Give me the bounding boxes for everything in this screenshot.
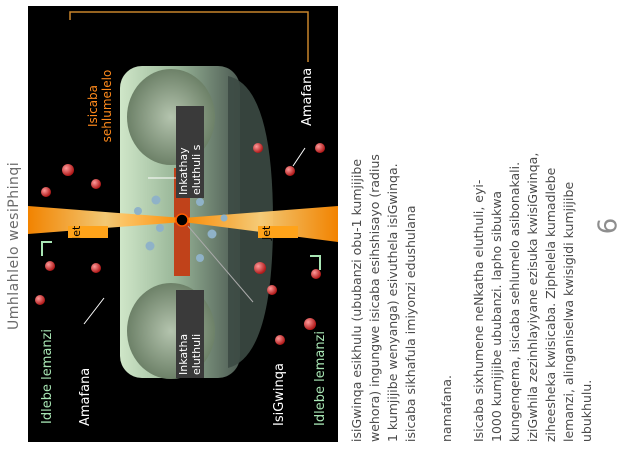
para1-line: isiGwinqa esikhulu (ububanzi obu-1 kumji… — [349, 158, 364, 442]
cloud-blob — [311, 269, 321, 279]
leader-line — [187, 225, 254, 303]
dust-particle — [134, 207, 142, 215]
view-arrow-left — [41, 241, 52, 256]
cloud-blob — [275, 335, 285, 345]
cloud-blob — [315, 143, 325, 153]
cloud-blob — [254, 262, 266, 274]
para2-line: Isicaba sixhumene neNkatha eluthuli, eyi… — [471, 179, 486, 442]
cloud-blob — [91, 179, 101, 189]
paragraph-1: isiGwinqa esikhulu (ububanzi obu-1 kumji… — [348, 154, 456, 442]
paragraph-2: Isicaba sixhumene neNkatha eluthuli, eyi… — [470, 153, 596, 442]
label-idlebe-right: Idlebe lemanzi — [313, 331, 328, 426]
dust-particle — [196, 254, 204, 262]
para1-line: wehora) ingungwe isicaba esihshisayo (ra… — [367, 154, 382, 442]
dust-particle — [220, 214, 228, 222]
dust-particle — [151, 195, 161, 205]
cloud-blob — [267, 285, 277, 295]
dust-particle — [145, 241, 155, 251]
cloud-blob — [45, 261, 55, 271]
cloud-blob — [62, 164, 74, 176]
para2-line: 1000 kumjijibe ububanzi. lapho sibukwa — [489, 190, 504, 442]
para1-line: namafana. — [439, 374, 454, 442]
jet-right — [183, 206, 338, 242]
leader-line — [292, 147, 306, 167]
para1-line: 1 kumjijibe wenyanga) esivuthela isiGwin… — [385, 163, 400, 442]
jet-label-bg-top — [68, 226, 108, 238]
label-amafana-bottom: Amafana — [78, 367, 93, 426]
para2-line: kungenqema, isicaba sehlumelo asibonakal… — [507, 161, 522, 442]
dust-particle — [156, 224, 164, 232]
cloud-blob — [285, 166, 295, 176]
label-idlebe-left: Idlebe lemanzi — [40, 329, 55, 424]
label-amafana-top: Amafana — [300, 67, 315, 126]
agn-diagram — [28, 11, 338, 379]
cloud-blob — [35, 295, 45, 305]
jet-left — [28, 206, 183, 234]
view-arrow-right — [310, 255, 321, 270]
cloud-blob — [304, 318, 316, 330]
para2-line: ubukhulu. — [579, 379, 594, 442]
leader-line — [83, 297, 105, 325]
para1-line — [420, 154, 438, 442]
cloud-blob — [253, 143, 263, 153]
label-inner-disk-bottom: Inkatha eluthuli — [176, 290, 204, 378]
label-bracket — [69, 11, 309, 62]
black-hole — [175, 213, 189, 227]
para2-line: lemanzi, alinganiselwa kwisigidi kumjiji… — [561, 181, 576, 442]
label-inner-disk-top: Inkathay eluthuli s — [176, 106, 204, 198]
label-jet-bottom: Jet — [260, 225, 273, 240]
para2-line: iziGwhila zezinhlayiyane ezisuka kwisiGw… — [525, 152, 540, 442]
label-jet-top: Jet — [70, 225, 83, 240]
cloud-blob — [41, 187, 51, 197]
cloud-blob — [91, 263, 101, 273]
diagram-panel: Amafana Idlebe lemanzi Amafana Isicaba s… — [28, 6, 338, 442]
para2-line: ziheesheka kwisicaba. Ziphelela kumadleb… — [543, 167, 558, 442]
dust-particle — [196, 198, 204, 206]
page-number: 6 — [593, 217, 624, 235]
label-black-hole: IsiGwinqa — [272, 363, 287, 426]
para1-line: isicaba sikhafula imiyonzi edushulana — [403, 205, 418, 442]
label-stream: Isicaba sehlumelelo — [86, 69, 114, 143]
page-title: Umhlahlelo wesiPhinqi — [6, 161, 22, 330]
jet-label-bg-bottom — [258, 226, 298, 238]
dust-particle — [207, 229, 217, 239]
